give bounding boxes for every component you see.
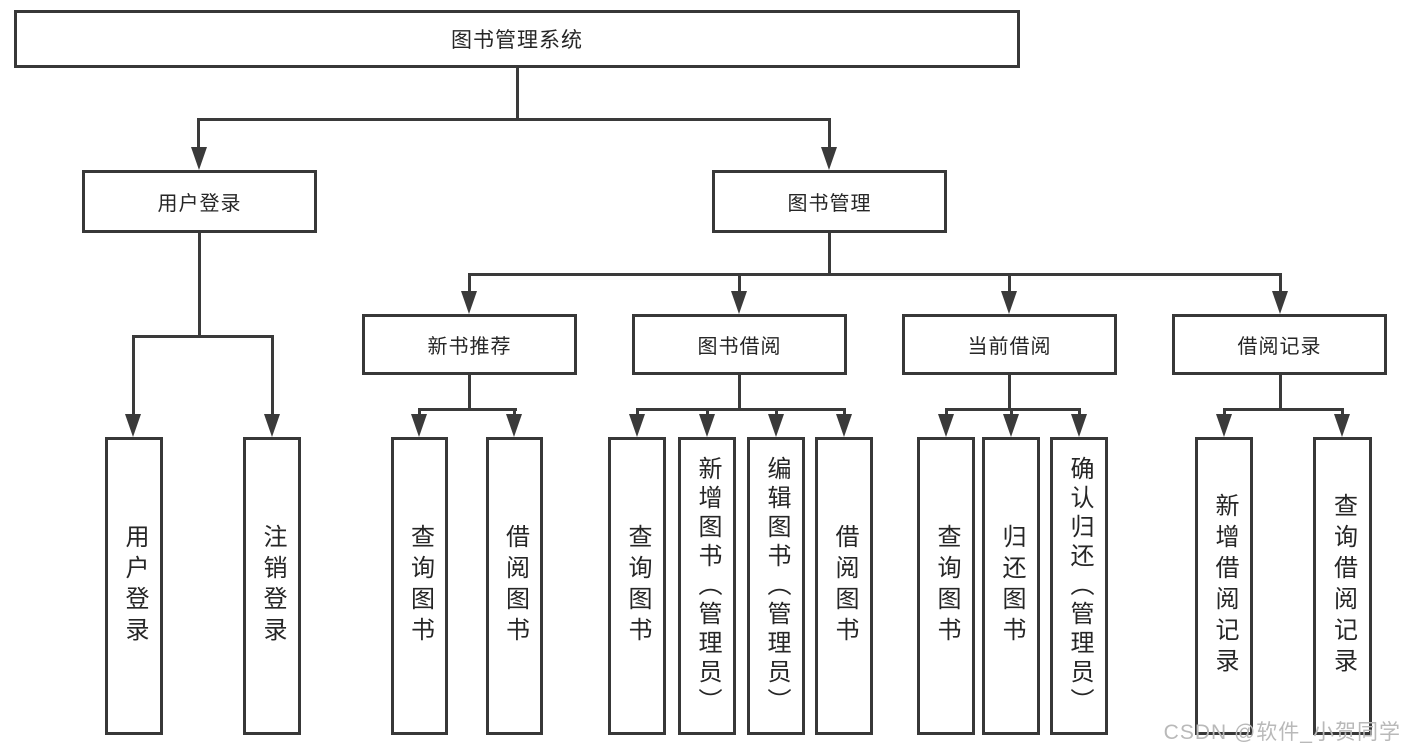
connector-borrow-record-stem	[1279, 375, 1282, 408]
connector-leaf	[636, 408, 639, 416]
node-book-mgmt: 图书管理	[712, 170, 947, 233]
arrow-down-icon	[768, 414, 784, 437]
connector-user-login-bar	[132, 335, 274, 338]
connector-to-new-book-rec	[468, 273, 471, 291]
connector-leaf	[843, 408, 846, 416]
leaf-bb-query-books: 查询图书	[608, 437, 666, 735]
connector-to-book-borrow	[738, 273, 741, 291]
leaf-br-query-record: 查询借阅记录	[1313, 437, 1372, 735]
leaf-cb-confirm-return-admin: 确认归还（管理员）	[1050, 437, 1108, 735]
csdn-watermark: CSDN @软件_小贺同学	[1163, 721, 1401, 744]
arrow-down-icon	[506, 414, 522, 437]
connector-book-borrow-stem	[738, 375, 741, 408]
connector-leaf	[706, 408, 709, 416]
arrow-down-icon	[731, 291, 747, 314]
node-new-book-rec: 新书推荐	[362, 314, 577, 375]
connector-to-borrow-record	[1279, 273, 1282, 291]
connector-to-logout-leaf	[271, 335, 274, 414]
node-borrow-record: 借阅记录	[1172, 314, 1387, 375]
arrow-down-icon	[836, 414, 852, 437]
connector-user-login-stem	[198, 233, 201, 335]
node-book-borrow: 图书借阅	[632, 314, 847, 375]
arrow-down-icon	[629, 414, 645, 437]
arrow-down-icon	[125, 414, 141, 437]
connector-leaf	[418, 408, 421, 416]
leaf-bb-edit-books-admin: 编辑图书（管理员）	[747, 437, 805, 735]
leaf-logout: 注销登录	[243, 437, 301, 735]
connector-leaf	[945, 408, 948, 416]
connector-book-mgmt-stem	[828, 233, 831, 273]
arrow-down-icon	[264, 414, 280, 437]
connector-new-book-rec-stem	[468, 375, 471, 408]
connector-to-user-login	[197, 118, 200, 148]
connector-new-book-rec-bar	[418, 408, 517, 411]
arrow-down-icon	[938, 414, 954, 437]
connector-leaf	[513, 408, 516, 416]
connector-current-borrow-bar	[945, 408, 1081, 411]
arrow-down-icon	[1272, 291, 1288, 314]
connector-leaf	[1223, 408, 1226, 416]
arrow-down-icon	[1003, 414, 1019, 437]
connector-leaf	[1010, 408, 1013, 416]
node-current-borrow: 当前借阅	[902, 314, 1117, 375]
connector-root-stem	[516, 68, 519, 118]
connector-to-user-login-leaf	[132, 335, 135, 414]
arrow-down-icon	[699, 414, 715, 437]
connector-leaf	[775, 408, 778, 416]
node-root: 图书管理系统	[14, 10, 1020, 68]
leaf-bb-add-books-admin: 新增图书（管理员）	[678, 437, 736, 735]
node-user-login: 用户登录	[82, 170, 317, 233]
leaf-bb-borrow-books: 借阅图书	[815, 437, 873, 735]
arrow-down-icon	[821, 147, 837, 170]
connector-leaf	[1341, 408, 1344, 416]
leaf-user-login: 用户登录	[105, 437, 163, 735]
leaf-rec-borrow-books: 借阅图书	[486, 437, 543, 735]
arrow-down-icon	[191, 147, 207, 170]
connector-leaf	[1078, 408, 1081, 416]
leaf-cb-query-books: 查询图书	[917, 437, 975, 735]
arrow-down-icon	[411, 414, 427, 437]
connector-borrow-record-bar	[1223, 408, 1344, 411]
leaf-cb-return-books: 归还图书	[982, 437, 1040, 735]
arrow-down-icon	[461, 291, 477, 314]
connector-to-current-borrow	[1008, 273, 1011, 291]
leaf-br-add-record: 新增借阅记录	[1195, 437, 1253, 735]
leaf-rec-query-books: 查询图书	[391, 437, 448, 735]
arrow-down-icon	[1216, 414, 1232, 437]
connector-book-mgmt-bar	[468, 273, 1282, 276]
arrow-down-icon	[1001, 291, 1017, 314]
arrow-down-icon	[1071, 414, 1087, 437]
connector-book-borrow-bar	[636, 408, 846, 411]
connector-root-bar	[197, 118, 831, 121]
arrow-down-icon	[1334, 414, 1350, 437]
connector-to-book-mgmt	[828, 118, 831, 148]
connector-current-borrow-stem	[1008, 375, 1011, 408]
